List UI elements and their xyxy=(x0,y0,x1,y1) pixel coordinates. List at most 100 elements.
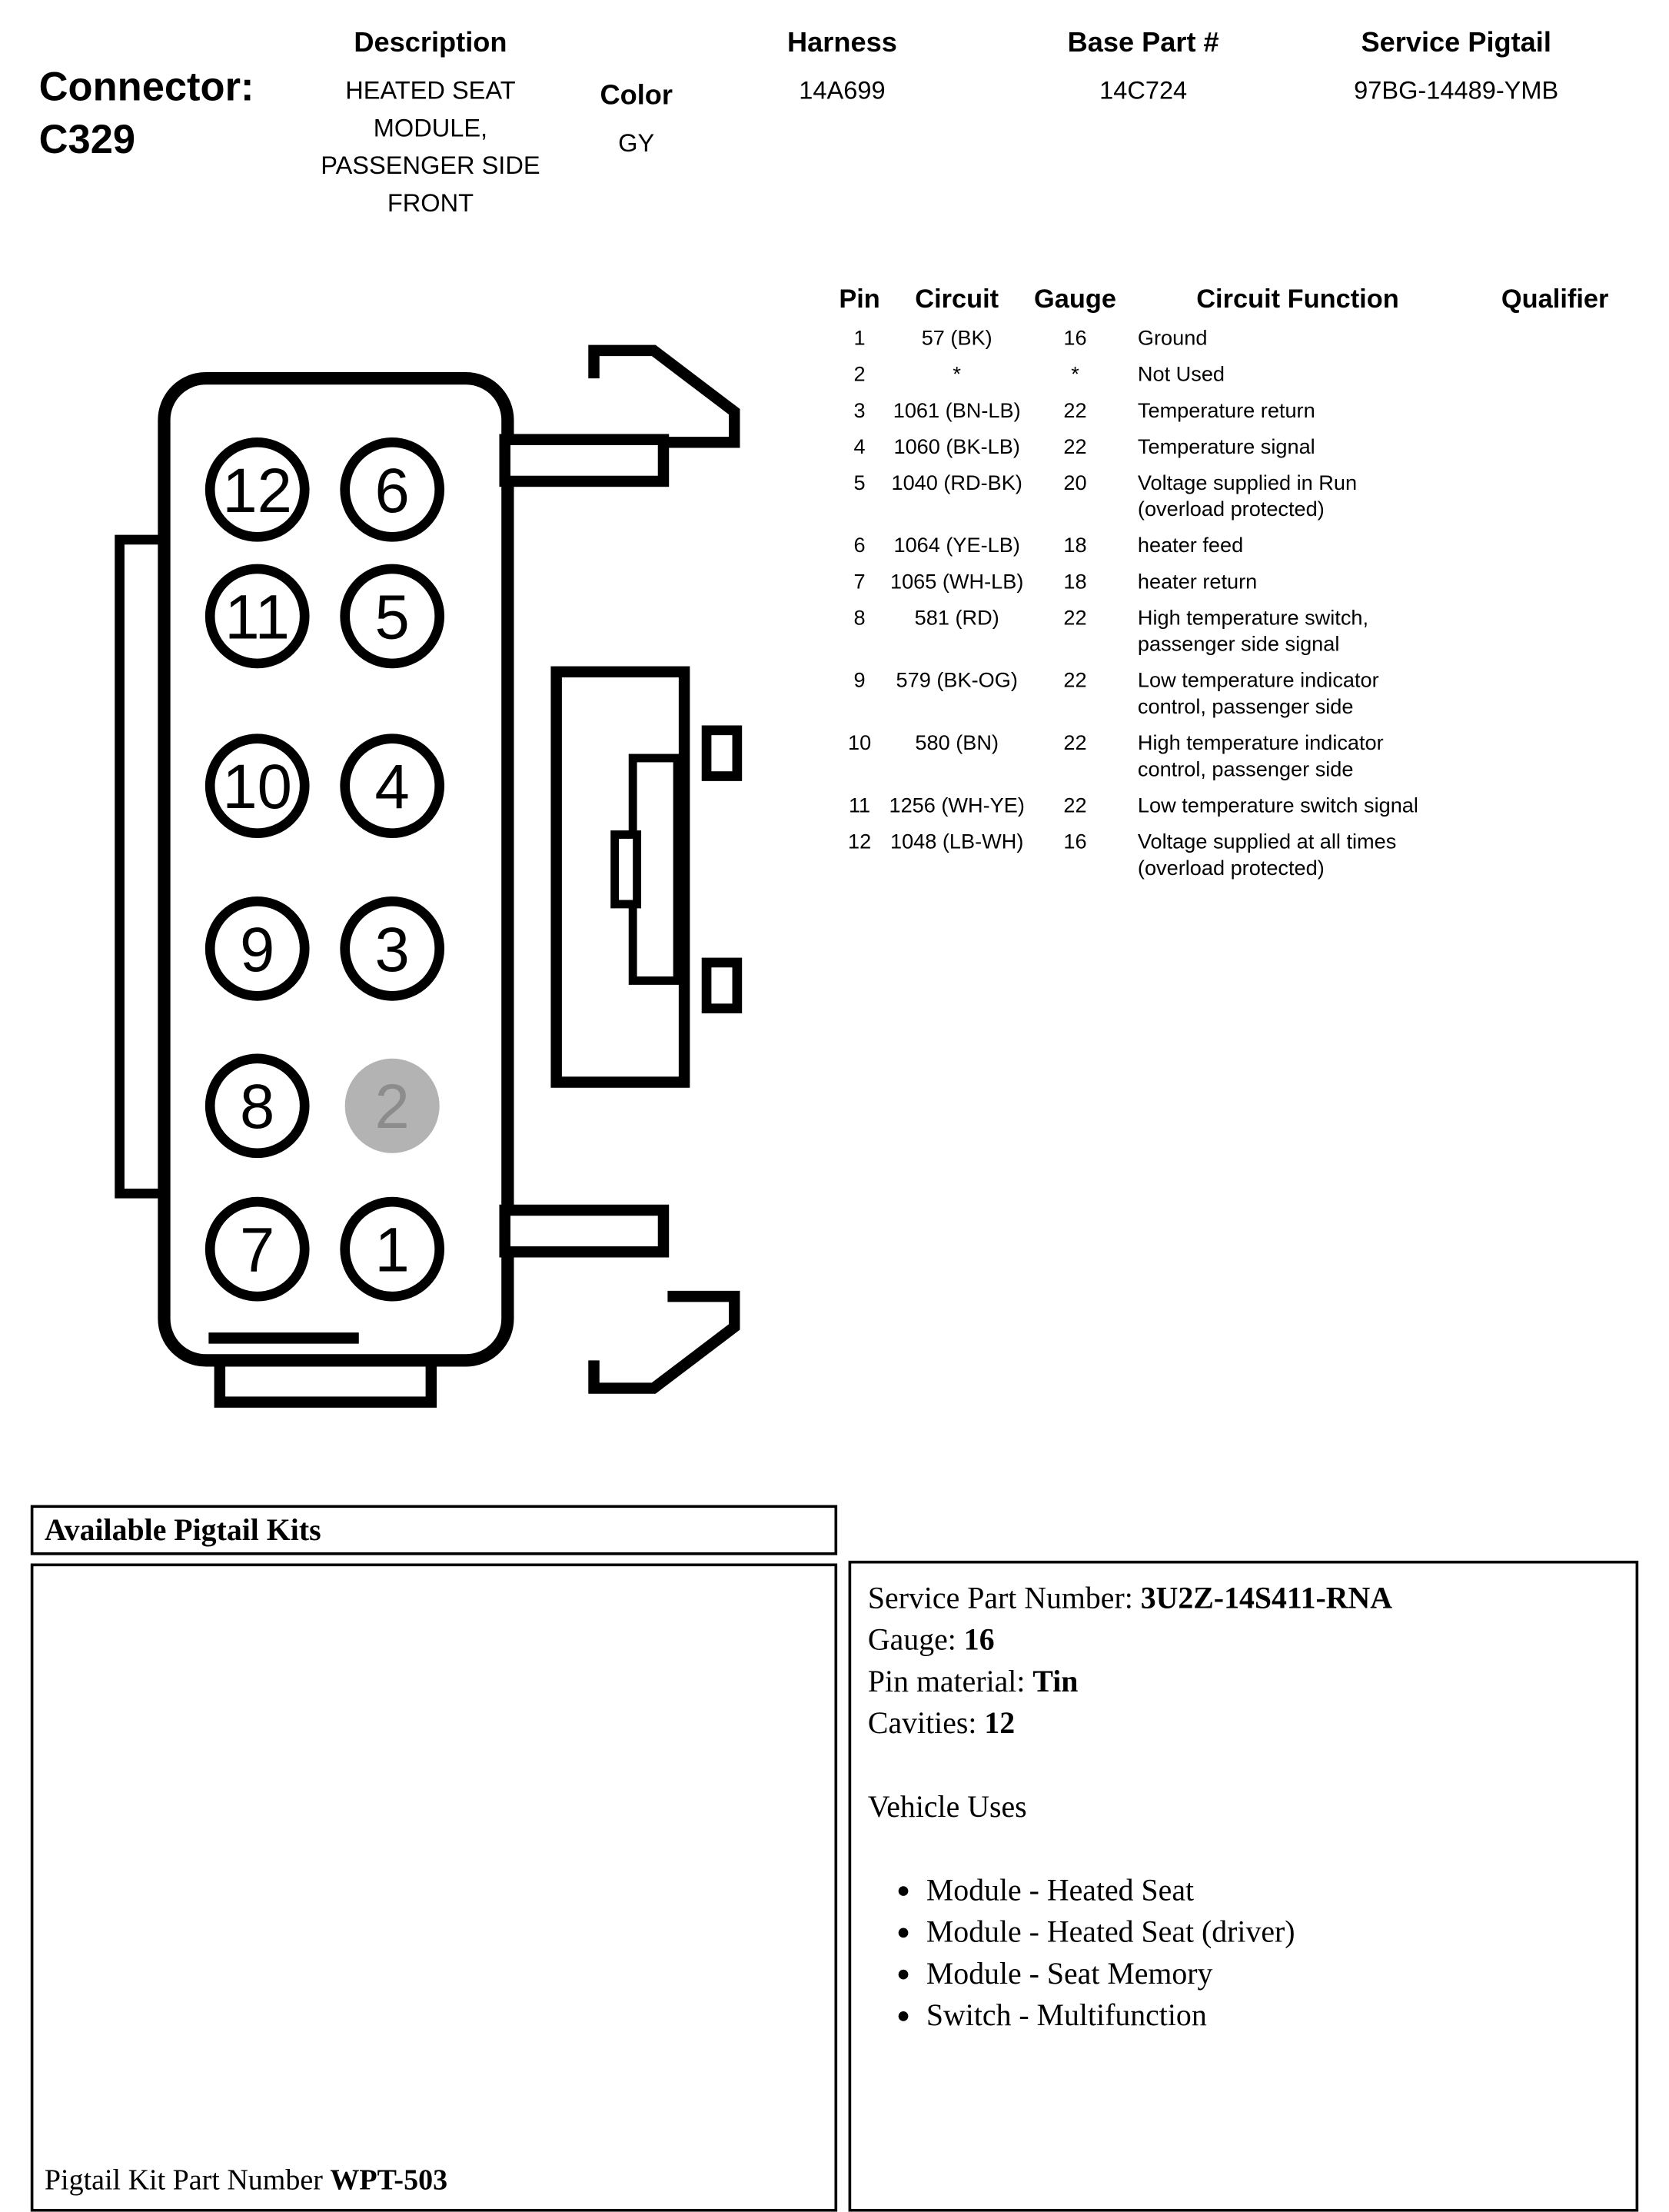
circuit-cell: 1061 (BN-LB) xyxy=(893,399,1021,423)
gauge-cell: 22 xyxy=(1063,731,1087,756)
description-label: Description xyxy=(354,28,507,58)
pin-12-label: 12 xyxy=(222,456,292,526)
qualifier-cell xyxy=(1471,397,1638,424)
circuit-function-cell: Voltage supplied in Run (overload protec… xyxy=(1137,471,1358,522)
pigtail-kit-part-label: Pigtail Kit Part Number xyxy=(44,2163,331,2197)
circuit-cell: 1064 (YE-LB) xyxy=(893,534,1020,558)
qualifier-cell xyxy=(1471,533,1638,559)
pinout-table-body: 1 57 (BK) 16 Ground 2 * * Not Used 3 106… xyxy=(832,325,1641,882)
pin-10-cavity xyxy=(204,733,310,839)
table-row: 8 581 (RD) 22 High temperature switch, p… xyxy=(832,605,1641,658)
pin-number-cell: 5 xyxy=(853,471,866,496)
connector-bottom-rib xyxy=(499,1204,670,1258)
available-pigtail-kits-header: Available Pigtail Kits xyxy=(30,1505,838,1555)
pin-number-cell: 12 xyxy=(847,830,872,854)
circuit-function-cell: Voltage supplied at all times (overload … xyxy=(1137,830,1397,881)
service-part-number: 3U2Z-14S411-RNA xyxy=(1140,1580,1393,1615)
pin-4-label: 4 xyxy=(375,752,410,822)
connector-latch-pin-bottom xyxy=(701,957,743,1013)
gauge-cell: 22 xyxy=(1063,435,1087,460)
harness-value: 14A699 xyxy=(799,76,886,105)
connector-top-hood xyxy=(588,344,740,448)
qualifier-cell xyxy=(1471,361,1638,388)
qualifier-cell xyxy=(1471,470,1638,523)
gauge-line: Gauge: 16 xyxy=(868,1619,1619,1661)
circuit-function-cell: High temperature indicator control, pass… xyxy=(1137,731,1384,782)
pin-number-cell: 11 xyxy=(848,794,871,818)
circuit-cell: 1040 (RD-BK) xyxy=(891,471,1022,496)
pin-3-label: 3 xyxy=(375,915,410,985)
gauge-label: Gauge: xyxy=(867,1622,964,1657)
pin-12-cavity xyxy=(204,437,310,542)
cavities-line: Cavities: 12 xyxy=(868,1702,1619,1744)
qualifier-cell xyxy=(1471,325,1638,351)
vehicle-use-item: Module - Heated Seat xyxy=(926,1870,1619,1911)
pin-11-label: 11 xyxy=(224,582,290,652)
pin-5-cavity xyxy=(340,564,445,669)
pin-material-label: Pin material: xyxy=(867,1663,1033,1698)
table-row: 10 580 (BN) 22 High temperature indicato… xyxy=(832,730,1641,783)
pin-material-line: Pin material: Tin xyxy=(868,1661,1619,1702)
pin-9-label: 9 xyxy=(240,915,274,985)
pin-header: Pin xyxy=(839,284,880,314)
circuit-function-cell: heater feed xyxy=(1137,534,1244,558)
qualifier-cell xyxy=(1471,793,1638,819)
color-label: Color xyxy=(600,80,673,111)
pigtail-kit-part-number: WPT-503 xyxy=(330,2163,448,2197)
table-row: 9 579 (BK-OG) 22 Low temperature indicat… xyxy=(832,667,1641,720)
table-row: 2 * * Not Used xyxy=(832,361,1641,388)
table-row: 6 1064 (YE-LB) 18 heater feed xyxy=(832,533,1641,559)
vehicle-use-item: Module - Heated Seat (driver) xyxy=(926,1911,1619,1953)
base-part-label: Base Part # xyxy=(1067,28,1219,58)
table-row: 12 1048 (LB-WH) 16 Voltage supplied at a… xyxy=(832,829,1641,882)
gauge-header: Gauge xyxy=(1034,284,1116,314)
circuit-function-cell: Low temperature switch signal xyxy=(1137,794,1418,818)
connector-latch-pin-top xyxy=(701,725,743,781)
circuit-cell: 579 (BK-OG) xyxy=(896,669,1018,693)
base-part-column: Base Part # 14C724 xyxy=(1046,28,1240,110)
description-column: Description HEATED SEAT MODULE, PASSENGE… xyxy=(309,28,553,222)
pin-number-cell: 10 xyxy=(847,731,872,756)
circuit-function-cell: Low temperature indicator control, passe… xyxy=(1137,669,1379,720)
pigtail-kit-part-line: Pigtail Kit Part Number WPT-503 xyxy=(45,2163,447,2197)
pin-number-cell: 4 xyxy=(853,435,866,460)
gauge-cell: 18 xyxy=(1063,534,1087,558)
pin-5-label: 5 xyxy=(375,582,410,652)
circuit-cell: 581 (RD) xyxy=(914,606,999,630)
gauge-cell: 22 xyxy=(1063,794,1087,818)
qualifier-cell xyxy=(1471,829,1638,882)
circuit-function-cell: heater return xyxy=(1137,570,1258,594)
circuit-cell: 1065 (WH-LB) xyxy=(889,570,1024,594)
gauge-cell: 22 xyxy=(1063,399,1087,423)
connector-body xyxy=(158,371,514,1367)
pin-6-label: 6 xyxy=(375,456,410,526)
harness-column: Harness 14A699 xyxy=(762,28,922,110)
color-column: Color GY xyxy=(584,81,689,163)
qualifier-cell xyxy=(1471,569,1638,595)
qualifier-cell xyxy=(1471,434,1638,460)
vehicle-use-item: Module - Seat Memory xyxy=(926,1953,1619,1994)
service-part-box: Service Part Number: 3U2Z-14S411-RNA Gau… xyxy=(848,1560,1639,2212)
qualifier-header: Qualifier xyxy=(1501,284,1609,314)
gauge-cell: 16 xyxy=(1063,327,1087,351)
connector-id: C329 xyxy=(38,118,136,163)
service-pigtail-column: Service Pigtail 97BG-14489-YMB xyxy=(1324,28,1588,110)
circuit-header: Circuit xyxy=(915,284,999,314)
qualifier-cell xyxy=(1471,730,1638,783)
connector-bottom-tab xyxy=(214,1355,437,1408)
gauge-cell: 20 xyxy=(1063,471,1087,496)
circuit-cell: 57 (BK) xyxy=(921,327,992,351)
pin-8-label: 8 xyxy=(240,1072,274,1142)
pin-number-cell: 7 xyxy=(853,570,866,594)
pin-9-cavity xyxy=(204,896,310,1001)
vehicle-uses-title: Vehicle Uses xyxy=(867,1788,1027,1824)
gauge-value: 16 xyxy=(963,1622,995,1657)
pin-number-cell: 3 xyxy=(853,399,866,423)
pin-4-cavity xyxy=(340,733,445,839)
pin-7-cavity xyxy=(204,1196,310,1302)
pinout-table: Pin Circuit Gauge Circuit Function Quali… xyxy=(832,285,1641,882)
